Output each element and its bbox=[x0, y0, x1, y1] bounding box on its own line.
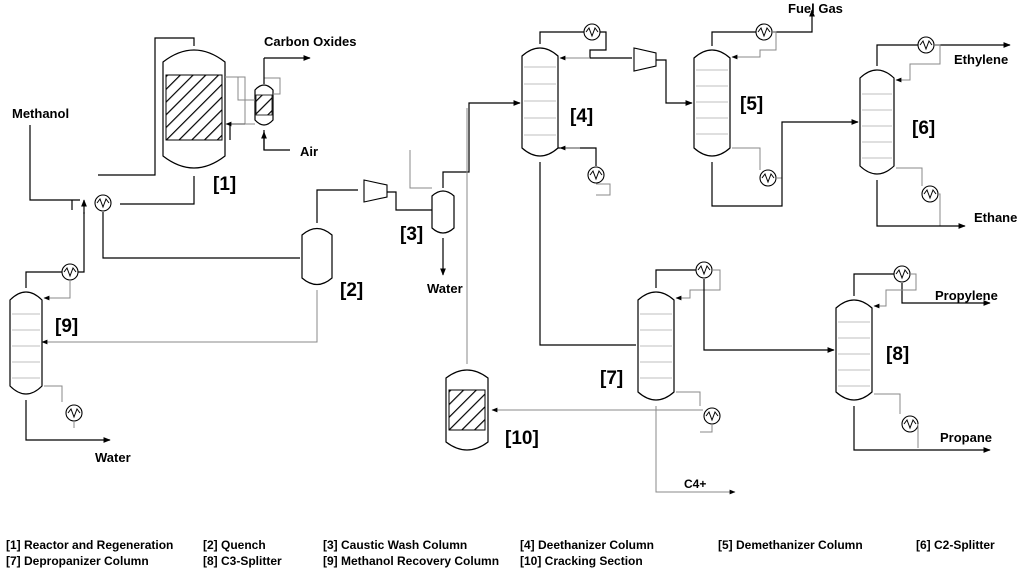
heat-exchanger-icon bbox=[94, 194, 112, 212]
heat-exchanger-icon bbox=[65, 404, 83, 422]
stream-label-carbon-oxides: Carbon Oxides bbox=[264, 34, 356, 49]
heat-exchanger-icon bbox=[759, 169, 777, 187]
heat-exchanger-icon bbox=[901, 415, 919, 433]
stream-label-water-recovery: Water bbox=[95, 450, 131, 465]
unit-label-1: [1] bbox=[213, 174, 236, 195]
caustic-wash-vessel bbox=[431, 190, 455, 234]
demethanizer-column bbox=[693, 49, 731, 157]
compressor-icon bbox=[633, 47, 657, 72]
heat-exchanger-icon bbox=[755, 23, 773, 41]
stream-label-propane: Propane bbox=[940, 430, 992, 445]
depropanizer-column bbox=[637, 291, 675, 401]
legend: [1] Reactor and Regeneration [2] Quench … bbox=[6, 538, 995, 568]
heat-exchanger-icon bbox=[917, 36, 935, 54]
cracking-section-vessel bbox=[445, 369, 489, 451]
legend-item: [3] Caustic Wash Column bbox=[323, 538, 467, 552]
unit-label-10: [10] bbox=[505, 428, 539, 449]
legend-item: [5] Demethanizer Column bbox=[718, 538, 863, 552]
unit-label-7: [7] bbox=[600, 368, 623, 389]
unit-label-5: [5] bbox=[740, 94, 763, 115]
methanol-recovery-column bbox=[9, 291, 43, 395]
stream-label-ethylene: Ethylene bbox=[954, 52, 1008, 67]
c3-splitter-column bbox=[835, 299, 873, 401]
legend-item: [6] C2-Splitter bbox=[916, 538, 995, 552]
legend-item: [9] Methanol Recovery Column bbox=[323, 554, 499, 568]
deethanizer-column bbox=[521, 47, 559, 157]
unit-label-2: [2] bbox=[340, 280, 363, 301]
stream-label-fuel-gas: Fuel Gas bbox=[788, 1, 843, 16]
stream-label-c4-plus: C4+ bbox=[684, 477, 706, 491]
unit-label-9: [9] bbox=[55, 316, 78, 337]
heat-exchanger-icon bbox=[695, 261, 713, 279]
reactor-vessel bbox=[162, 49, 226, 169]
unit-label-4: [4] bbox=[570, 106, 593, 127]
unit-label-8: [8] bbox=[886, 344, 909, 365]
heat-exchanger-icon bbox=[583, 23, 601, 41]
heat-exchanger-icon bbox=[61, 263, 79, 281]
heat-exchanger-icon bbox=[921, 185, 939, 203]
stream-label-air: Air bbox=[300, 144, 318, 159]
unit-label-6: [6] bbox=[912, 118, 935, 139]
heat-exchanger-icon bbox=[703, 407, 721, 425]
unit-label-3: [3] bbox=[400, 224, 423, 245]
stream-label-water-caustic: Water bbox=[427, 281, 463, 296]
legend-item: [2] Quench bbox=[203, 538, 266, 552]
legend-item: [8] C3-Splitter bbox=[203, 554, 282, 568]
stream-label-ethane: Ethane bbox=[974, 210, 1017, 225]
legend-item: [10] Cracking Section bbox=[520, 554, 643, 568]
compressor-icon bbox=[363, 179, 388, 203]
legend-item: [4] Deethanizer Column bbox=[520, 538, 654, 552]
quench-vessel bbox=[301, 227, 333, 286]
heat-exchanger-icon bbox=[893, 265, 911, 283]
c2-splitter-column bbox=[859, 69, 895, 175]
stream-label-propylene: Propylene bbox=[935, 288, 998, 303]
legend-item: [1] Reactor and Regeneration bbox=[6, 538, 173, 552]
heat-exchanger-icon bbox=[587, 166, 605, 184]
legend-item: [7] Depropanizer Column bbox=[6, 554, 149, 568]
stream-label-methanol: Methanol bbox=[12, 106, 69, 121]
regenerator-vessel bbox=[254, 84, 274, 126]
